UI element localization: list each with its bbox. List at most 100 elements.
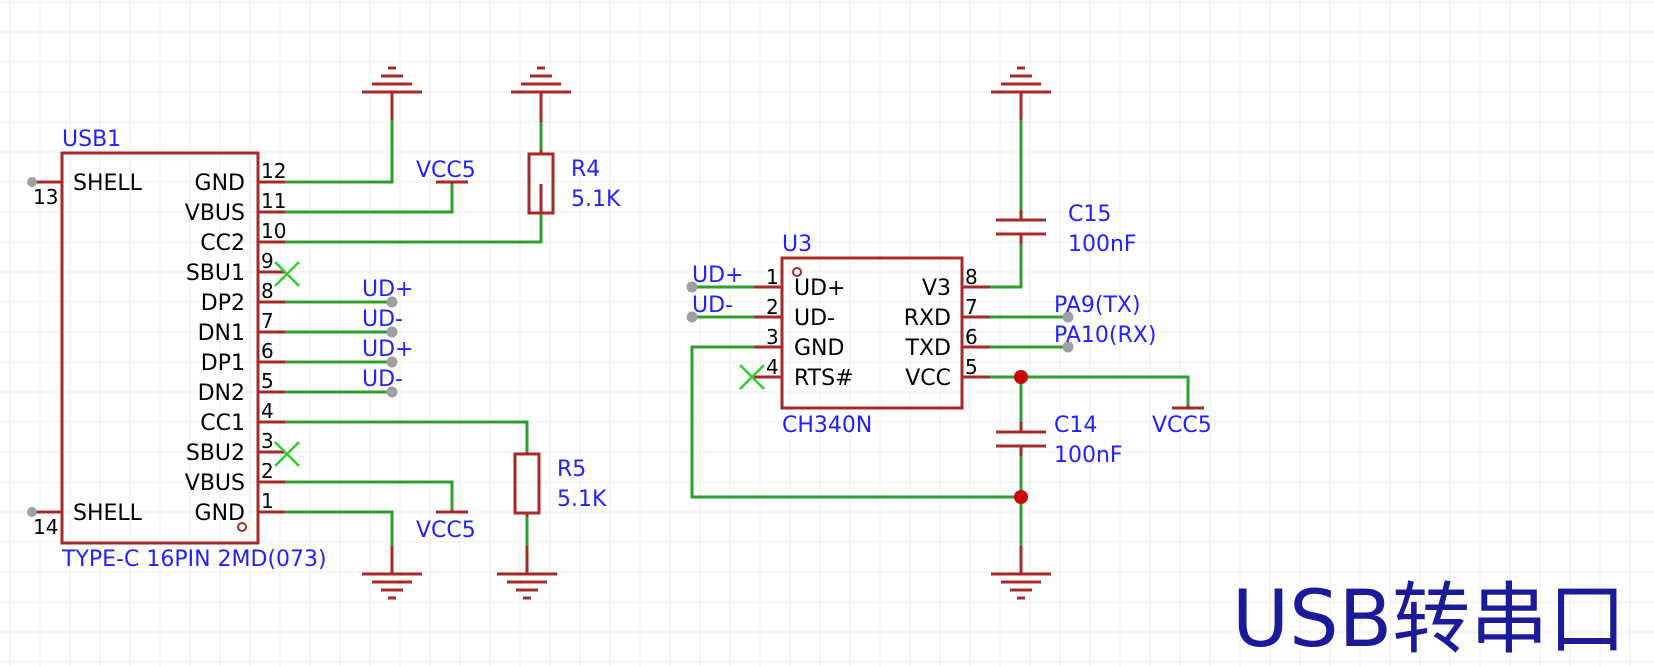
net-label-rxd: PA9(TX): [1054, 293, 1141, 318]
u3-right-pin-name: TXD: [905, 336, 951, 361]
net-port-dn1: [386, 326, 398, 338]
r5-designator: R5: [557, 457, 586, 482]
u3-right-pin-num: 7: [965, 295, 978, 319]
u3-right-pin-num: 8: [965, 265, 978, 289]
usb1-right-pin-num: 11: [261, 189, 286, 213]
c14-value: 100nF: [1054, 443, 1123, 468]
usb1-value: TYPE-C 16PIN 2MD(073): [61, 547, 327, 572]
u3-left-pin-num: 3: [766, 325, 779, 349]
usb1-right-pin-num: 12: [261, 159, 286, 183]
usb1-right-pin-num: 2: [261, 459, 274, 483]
net-label-u3-udm: UD-: [692, 293, 733, 318]
net-label-dp2: UD+: [362, 277, 413, 302]
vcc-top-label: VCC5: [416, 158, 476, 183]
usb1-right-pin-num: 1: [261, 489, 274, 513]
net-port-rxd: [1062, 311, 1074, 323]
u3-left-pin-name: GND: [794, 336, 844, 361]
usb1-right-pin-num: 9: [261, 249, 274, 273]
net-port-dp2: [386, 296, 398, 308]
net-label-txd: PA10(RX): [1054, 323, 1156, 348]
wire-usb-vbus-bottom[interactable]: [285, 480, 454, 510]
usb1-pin13-num: 13: [33, 185, 58, 209]
usb1-right-pin-num: 7: [261, 309, 274, 333]
u3-left-pin-num: 1: [766, 265, 779, 289]
u3-left-pin-name: RTS#: [794, 366, 854, 391]
net-label-u3-udp: UD+: [692, 263, 743, 288]
vcc-bottom-label: VCC5: [416, 518, 476, 543]
wire-cc1-r5[interactable]: [285, 420, 529, 452]
usb1-right-pin-num: 8: [261, 279, 274, 303]
usb1-right-pin-num: 4: [261, 399, 274, 423]
junction-gnd: [1014, 490, 1028, 504]
usb1-right-pin-name: VBUS: [185, 201, 245, 226]
usb1-pin1-marker: [237, 522, 247, 532]
u3-left-pin-name: UD+: [794, 276, 845, 301]
no-connect-rts: [739, 364, 765, 390]
usb-side-wiring: VCC5 R4 5.1K UD+: [274, 66, 621, 600]
wire-v3-c15[interactable]: [990, 244, 1023, 289]
net-port-txd: [1062, 341, 1074, 353]
usb1-body[interactable]: [60, 151, 260, 545]
u3-designator: U3: [782, 232, 812, 257]
wire-usb-gnd-top[interactable]: [285, 120, 394, 184]
no-connect-sbu2: [274, 441, 300, 467]
wire-cc2-r4[interactable]: [285, 212, 543, 244]
usb1-right-pin-name: GND: [195, 171, 245, 196]
u3-wiring: UD+ UD- C15 100nF P: [686, 66, 1212, 600]
c14-capacitor[interactable]: [996, 422, 1046, 456]
usb1-right-pin-name: CC2: [200, 231, 245, 256]
usb1-right-pin-num: 5: [261, 369, 274, 393]
u3-pin1-marker: [792, 267, 802, 277]
junction-vcc: [1014, 370, 1028, 384]
u3-right-pin-name: RXD: [904, 306, 951, 331]
usb1-pin14-end: [27, 507, 37, 517]
u3-left-pin-name: UD-: [794, 306, 835, 331]
usb1-pin13-end: [27, 177, 37, 187]
usb1-right-pin-name: DP2: [201, 291, 245, 316]
r5-body[interactable]: [513, 452, 541, 515]
r4-resistor[interactable]: [527, 92, 555, 215]
usb1-right-pin-name: DP1: [201, 351, 245, 376]
gnd-symbol-5: [497, 572, 557, 600]
u3-value: CH340N: [782, 413, 872, 438]
net-label-dn2: UD-: [362, 367, 403, 392]
sheet-title: USB转串口: [1232, 575, 1626, 665]
usb1-right-pin-name: CC1: [200, 411, 245, 436]
gnd-symbol-3: [991, 66, 1051, 94]
wire-vcc-right[interactable]: [990, 375, 1190, 405]
net-port-dp1: [386, 356, 398, 368]
u3-right-pin-name: V3: [922, 276, 951, 301]
c15-capacitor[interactable]: [996, 210, 1046, 244]
net-port-u3-udm: [686, 311, 698, 323]
gnd-symbol-6: [991, 572, 1051, 600]
net-label-dn1: UD-: [362, 307, 403, 332]
usb1-right-pin-num: 6: [261, 339, 274, 363]
wire-usb-gnd-bottom[interactable]: [285, 510, 394, 546]
usb1-right-pin-num: 3: [261, 429, 274, 453]
gnd-symbol-1: [362, 66, 422, 94]
usb1-right-pin-num: 10: [261, 219, 286, 243]
usb1-right-pin-name: SBU2: [186, 441, 245, 466]
gnd-symbol-4: [362, 572, 422, 600]
wire-usb-vbus-top[interactable]: [285, 184, 454, 214]
gnd-symbol-2: [511, 66, 571, 94]
usb1-right-pin-name: VBUS: [185, 471, 245, 496]
r5-resistor[interactable]: [513, 452, 541, 574]
usb1-connector[interactable]: USB1 TYPE-C 16PIN 2MD(073) 13 SHELL 1 4 S…: [27, 127, 327, 572]
usb1-right-pin-name: DN2: [198, 381, 245, 406]
usb1-right-pin-name: DN1: [198, 321, 245, 346]
usb1-right-pin-name: GND: [195, 501, 245, 526]
usb1-pin14-name: SHELL: [73, 501, 143, 526]
r4-designator: R4: [571, 157, 600, 182]
wire-u3-gnd[interactable]: [690, 345, 1021, 499]
net-port-u3-udp: [686, 281, 698, 293]
u3-right-pin-num: 6: [965, 325, 978, 349]
u3-body[interactable]: [780, 256, 964, 410]
net-port-dn2: [386, 386, 398, 398]
c15-designator: C15: [1068, 202, 1111, 227]
usb1-designator: USB1: [62, 127, 121, 152]
